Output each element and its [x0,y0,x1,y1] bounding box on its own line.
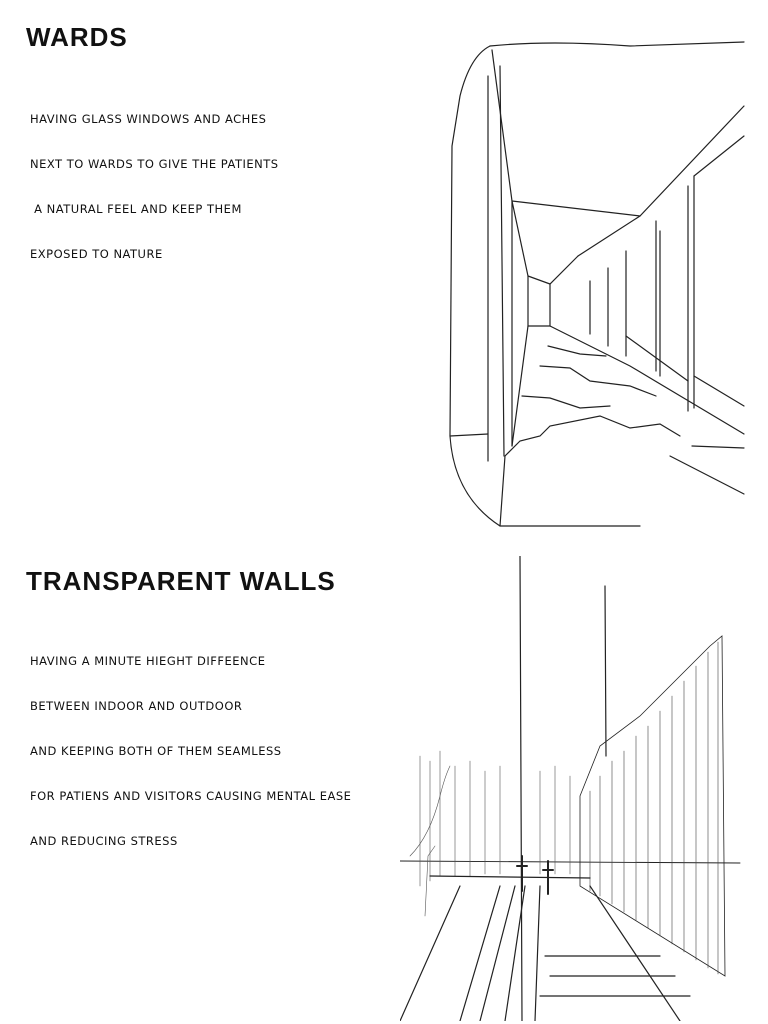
transparent-walls-description: Having a minute hieght diffeence between… [30,624,351,864]
transparent-walls-description-line: Having a minute hieght diffeence [30,654,266,668]
wards-description-line: next to wards to give the patients [30,157,279,171]
transparent-walls-description-line: for patiens and visitors causing mental … [30,789,352,803]
wards-title: Wards [26,22,128,52]
corridor-sketch-image [449,41,745,527]
wards-description-line: exposed to nature [30,247,163,261]
wards-description-line: a natural feel and keep them [30,202,242,216]
transparent-walls-description-line: and keeping both of them seamless [30,744,282,758]
transparent-walls-description-line: between indoor and outdoor [30,699,243,713]
transparent-walls-sketch-image [400,556,741,1021]
transparent-walls-title: Transparent walls [26,566,336,596]
wards-description-line: Having glass windows and aches [30,112,267,126]
wards-description: Having glass windows and aches next to w… [30,82,279,277]
transparent-walls-description-line: and reducing stress [30,834,178,848]
